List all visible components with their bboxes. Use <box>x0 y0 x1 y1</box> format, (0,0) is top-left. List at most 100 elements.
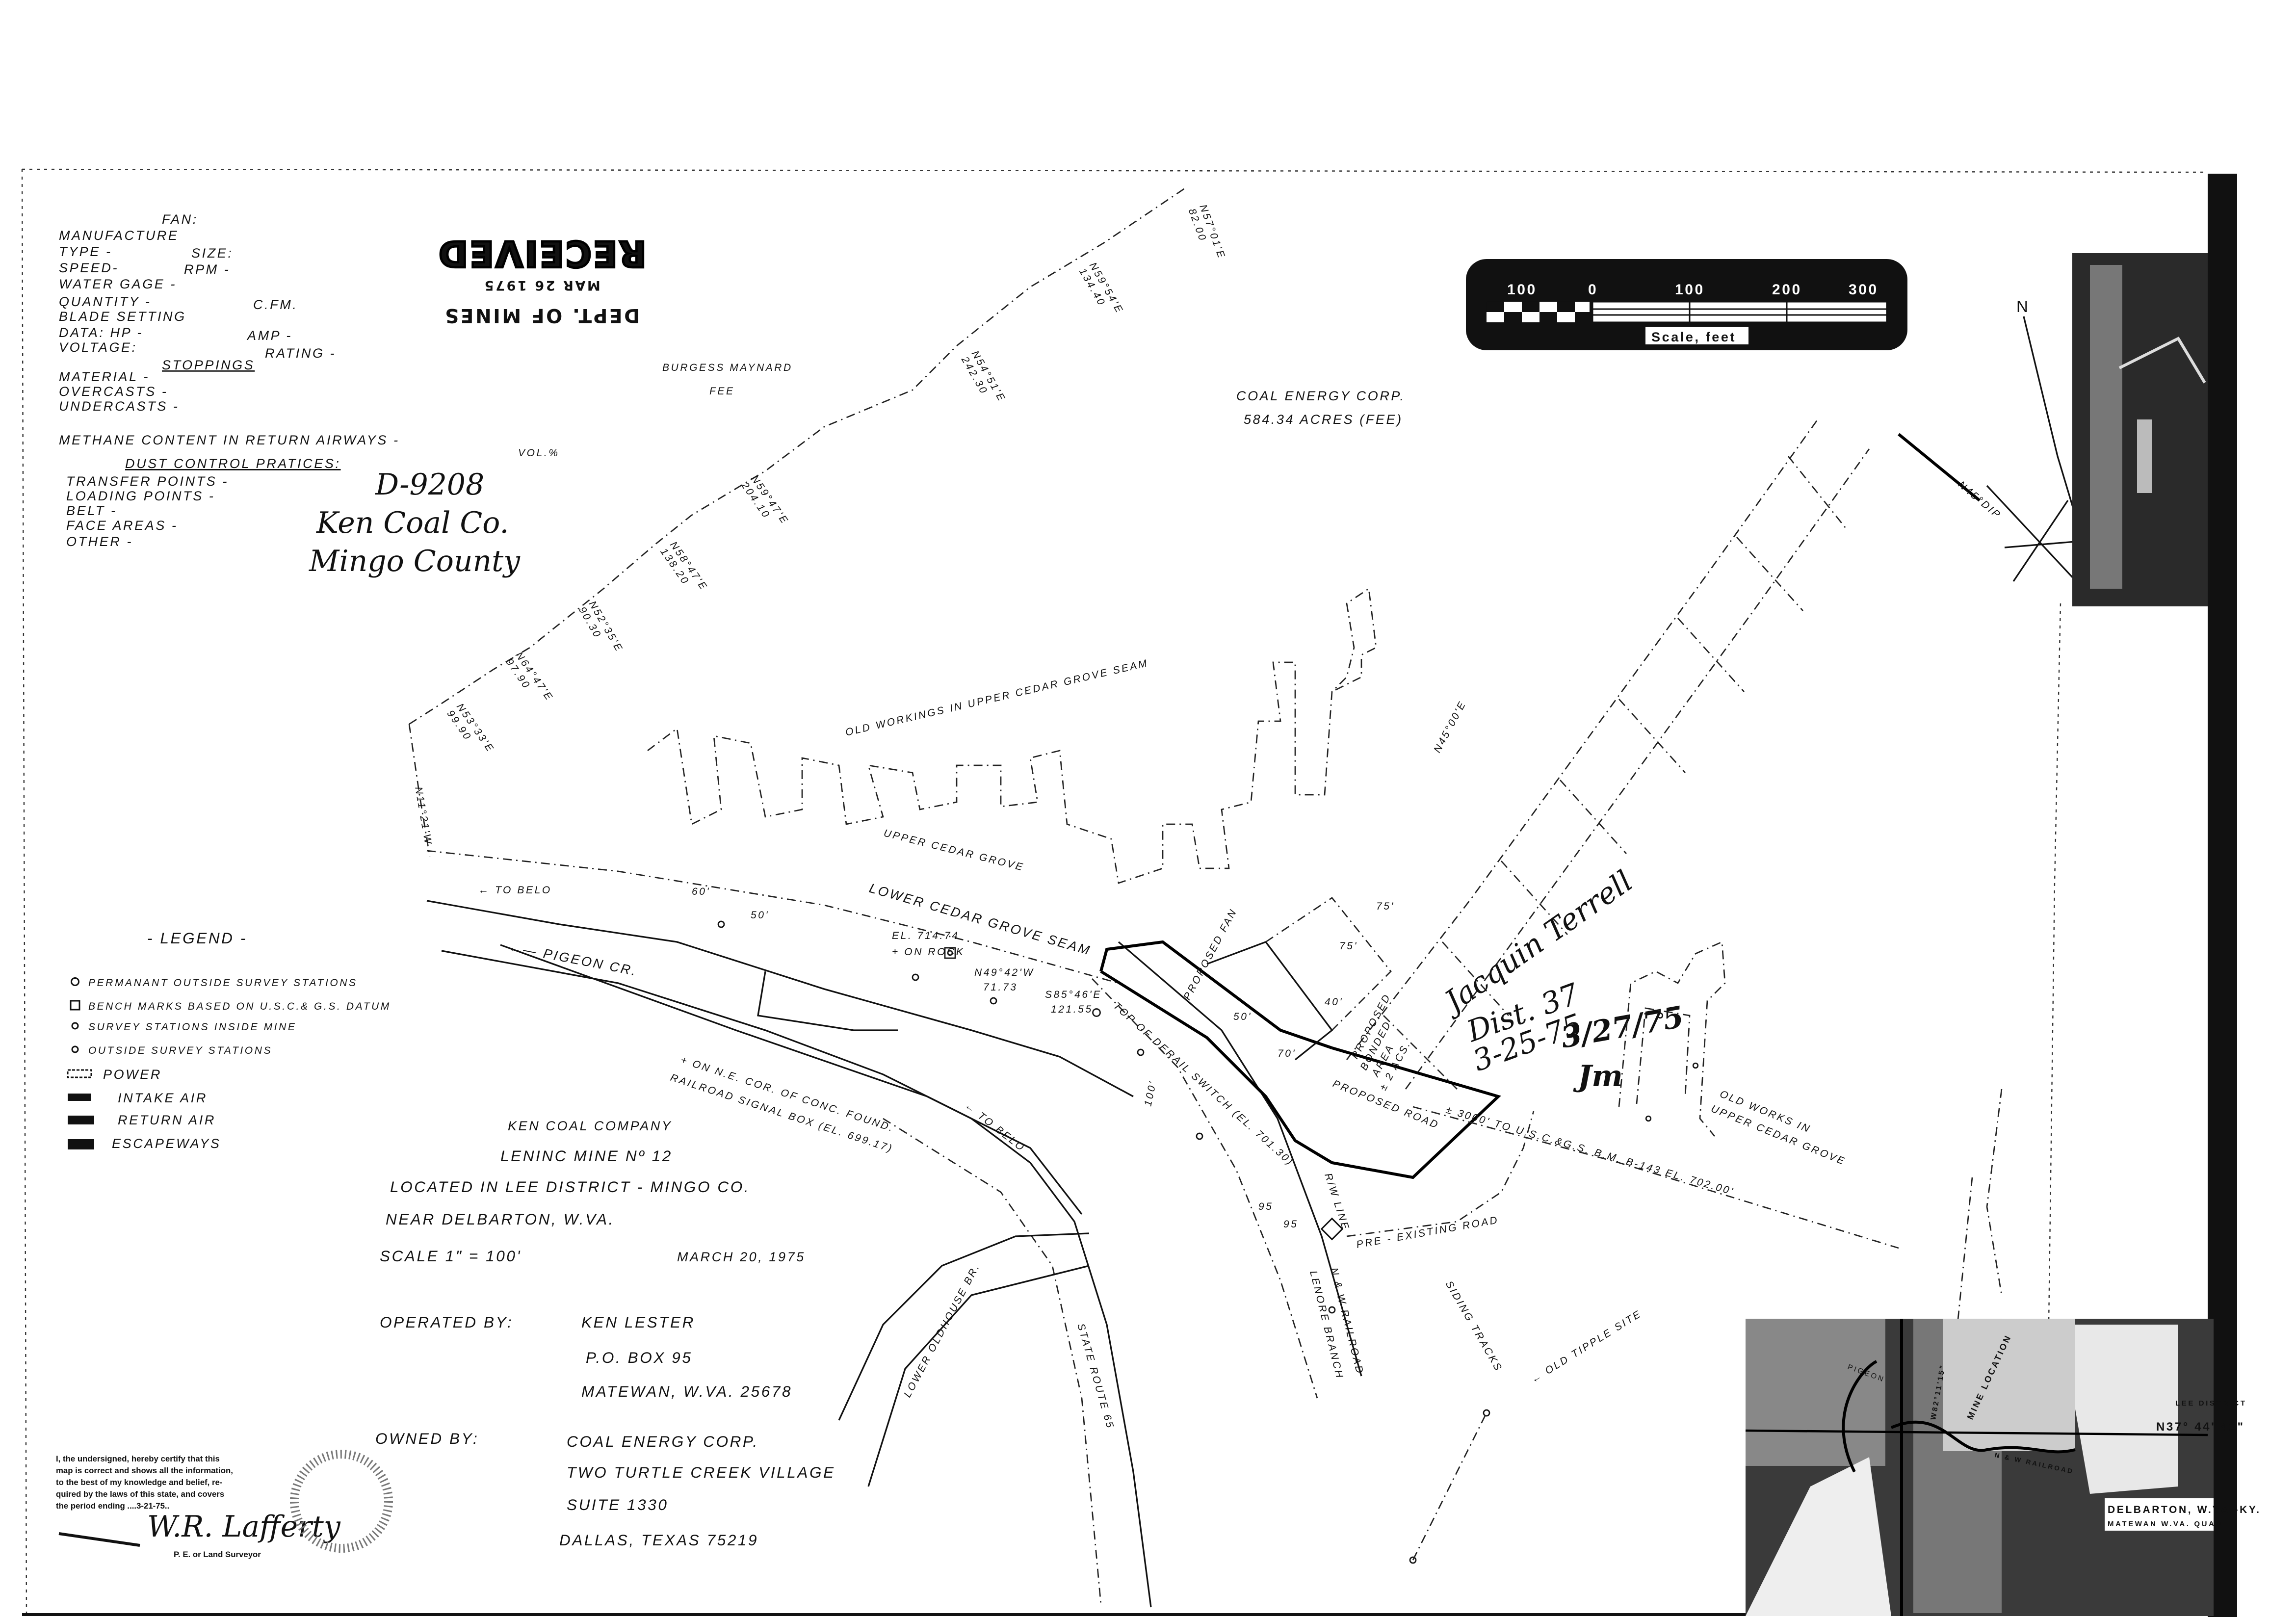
operator-box: P.O. BOX 95 <box>586 1349 693 1366</box>
note-belt: BELT - <box>66 503 117 518</box>
fan-notes: FAN: MANUFACTURE TYPE - SIZE: SPEED- RPM… <box>59 212 400 549</box>
distance-75b: 75' <box>1376 901 1395 912</box>
burgess-maynard-label: BURGESS MAYNARD <box>662 362 793 373</box>
note-cfm: C.FM. <box>253 297 298 312</box>
oldhouse-branch-label: LOWER OLDHOUSE BR. <box>902 1261 982 1399</box>
cert-line: I, the undersigned, hereby certify that … <box>56 1454 220 1463</box>
inset-town: DELBARTON, W.VA.-KY. <box>2108 1504 2261 1515</box>
coal-energy-label: COAL ENERGY CORP. <box>1236 389 1406 403</box>
old-works-outline <box>1618 940 1726 1137</box>
owner-name: COAL ENERGY CORP. <box>567 1433 759 1450</box>
note-quantity: QUANTITY - <box>59 294 151 309</box>
legend-item: SURVEY STATIONS INSIDE MINE <box>88 1021 296 1033</box>
north-label: N <box>2016 297 2030 315</box>
upper-cedar-label: UPPER CEDAR GROVE <box>883 828 1025 874</box>
note-type: TYPE - <box>59 244 112 259</box>
old-workings-label: OLD WORKINGS IN UPPER CEDAR GROVE SEAM <box>844 657 1149 738</box>
coal-energy-acres: 584.34 ACRES (FEE) <box>1244 412 1403 427</box>
survey-stations <box>717 920 1699 1564</box>
note-other: OTHER - <box>66 534 133 549</box>
stamp-date: MAR 26 1975 <box>483 278 600 293</box>
operator-city: MATEWAN, W.VA. 25678 <box>581 1382 792 1400</box>
distance-40: 40' <box>1325 996 1343 1008</box>
note-speed: SPEED- <box>59 261 119 275</box>
cert-line: to the best of my knowledge and belief, … <box>56 1478 222 1487</box>
note-data-hp: DATA: HP - <box>59 325 143 340</box>
planned-workings <box>1346 419 1870 1090</box>
old-workings-outline <box>647 587 1377 884</box>
scale-label: Scale, feet <box>1651 330 1736 344</box>
received-stamp: DEPT. OF MINES MAR 26 1975 RECEIVED <box>436 232 648 326</box>
distance-70: 70' <box>1278 1048 1296 1059</box>
property-line <box>409 187 1185 725</box>
note-methane: METHANE CONTENT IN RETURN AIRWAYS - <box>59 433 400 447</box>
distance-50b: 50' <box>1233 1011 1252 1022</box>
operated-by-label: OPERATED BY: <box>380 1313 513 1331</box>
on-rock-label: + ON ROCK <box>892 946 965 958</box>
title-location: LOCATED IN LEE DISTRICT - MINGO CO. <box>390 1178 750 1196</box>
note-dust-control: DUST CONTROL PRATICES: <box>125 456 341 471</box>
distance-100: 100' <box>1142 1079 1159 1107</box>
scale-tick: 300 <box>1849 282 1879 298</box>
note-stoppings: STOPPINGS <box>162 358 255 372</box>
n45-label: N45°00'E <box>1432 699 1468 755</box>
inset-latitude: N37° 44' 42" <box>2156 1420 2245 1434</box>
owner-address-1: TWO TURTLE CREEK VILLAGE <box>567 1463 835 1481</box>
west-property-line <box>408 724 431 857</box>
streams-and-roads <box>426 850 1362 1608</box>
old-tipple-label: ← OLD TIPPLE SITE <box>1529 1308 1644 1385</box>
cert-line: map is correct and shows all the informa… <box>56 1466 233 1475</box>
stamp-word: RECEIVED <box>437 233 647 274</box>
title-date: MARCH 20, 1975 <box>677 1250 806 1264</box>
legend-item: OUTSIDE SURVEY STATIONS <box>88 1045 272 1056</box>
distance-95b: 95 <box>1283 1219 1299 1230</box>
surveyor-seal <box>290 1449 393 1553</box>
note-fan: FAN: <box>162 212 198 227</box>
n49-distance: 71.73 <box>983 982 1018 993</box>
derail-switch-label: TOP OF DERAIL SWITCH (EL. 701.30) <box>1111 1000 1296 1169</box>
n49-bearing: N49°42'W <box>974 967 1035 978</box>
owner-address-2: SUITE 1330 <box>567 1496 669 1513</box>
inspector-approval: Jacquin Terrell Dist. 37 3-25-75 3/27/75… <box>1434 864 1686 1094</box>
location-inset-map: N37° 44' 42" LEE DISTRICT MINE LOCATION … <box>1745 1318 2261 1616</box>
legend-item: PERMANANT OUTSIDE SURVEY STATIONS <box>88 977 358 989</box>
note-blade-setting: BLADE SETTING <box>59 309 186 324</box>
note-size: SIZE: <box>191 246 233 261</box>
note-transfer-points: TRANSFER POINTS - <box>66 474 229 489</box>
note-manufacture: MANUFACTURE <box>59 228 179 243</box>
note-water-gage: WATER GAGE - <box>59 277 177 291</box>
note-face-areas: FACE AREAS - <box>66 518 178 533</box>
distance-75a: 75' <box>1339 940 1358 952</box>
legend: - LEGEND - PERMANANT OUTSIDE SURVEY STAT… <box>67 929 389 1151</box>
legend-item: POWER <box>103 1067 162 1082</box>
west-line-bearing: N11°21'W <box>413 786 434 846</box>
legend-title: - LEGEND - <box>147 929 247 947</box>
owner-city: DALLAS, TEXAS 75219 <box>559 1531 758 1549</box>
distance-60: 60' <box>692 886 710 897</box>
scale-tick: 100 <box>1675 282 1705 298</box>
proposed-fan-area <box>1099 897 1501 1179</box>
proposed-fan-label: PROPOSED FAN <box>1181 907 1239 1002</box>
benchmark-label: ± 3000' TO U.S.C.&G.S. B.M. B-143 EL. 70… <box>1445 1104 1736 1198</box>
stamp-agency: DEPT. OF MINES <box>444 304 640 326</box>
scale-tick: 0 <box>1588 282 1598 298</box>
operator-name: KEN LESTER <box>581 1313 695 1331</box>
s85-distance: 121.55 <box>1051 1004 1093 1015</box>
pre-existing-road-label: PRE - EXISTING ROAD <box>1356 1214 1500 1251</box>
scale-tick: 100 <box>1507 282 1537 298</box>
inset-district: LEE DISTRICT <box>2175 1399 2247 1408</box>
surveyor-title: P. E. or Land Surveyor <box>174 1550 261 1559</box>
scale-tick: 200 <box>1772 282 1802 298</box>
to-belo-label-1: ← TO BELO <box>478 885 552 896</box>
cert-line: quired by the laws of this state, and co… <box>56 1489 224 1499</box>
owned-by-label: OWNED BY: <box>375 1430 479 1447</box>
inset-quad: MATEWAN W.VA. QUAD <box>2108 1520 2223 1528</box>
title-scale: SCALE 1" = 100' <box>380 1247 522 1265</box>
note-rpm: RPM - <box>184 262 230 277</box>
benchmark-line <box>1412 1106 1899 1249</box>
distance-50: 50' <box>751 910 769 921</box>
approval-initials: Jm <box>1573 1059 1623 1094</box>
north-arrow: N N45°DIP <box>1898 297 2098 1325</box>
handwritten-company: Ken Coal Co. <box>316 506 509 540</box>
